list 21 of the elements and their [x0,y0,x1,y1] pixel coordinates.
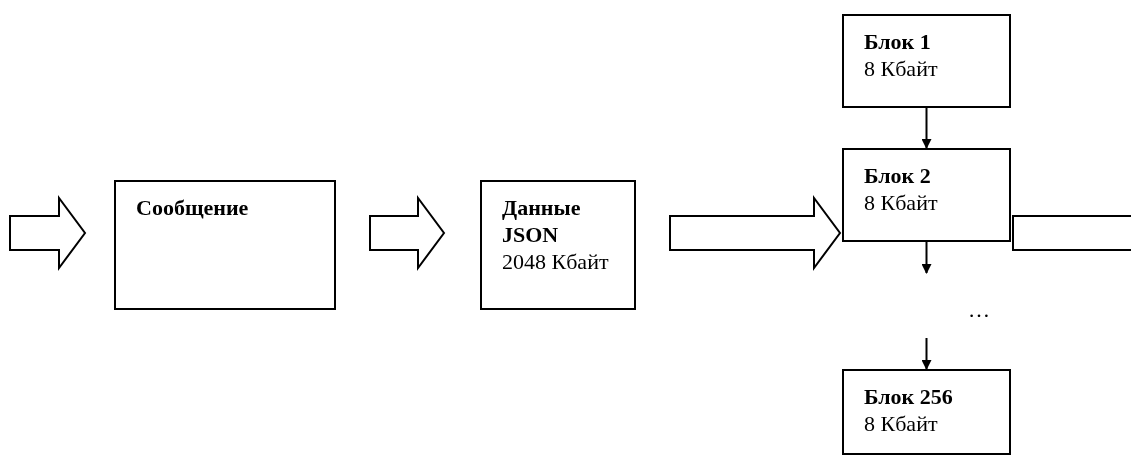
block-arrow [369,194,446,272]
box-text: 8 Кбайт [864,55,939,82]
process-box [480,180,636,310]
box-title: Сообщение [136,194,250,221]
arrow [921,337,932,370]
arrow [921,107,932,149]
box-text: 2048 Кбайт [502,248,610,275]
block-arrow [9,194,87,272]
block-arrow [669,194,842,272]
box-title: Данные JSON [502,194,582,248]
process-box [842,148,1011,242]
box-text: 8 Кбайт [864,189,939,216]
ellipsis-label: … [968,296,990,323]
process-box [842,369,1011,455]
box-text: 8 Кбайт [864,410,939,437]
process-box [842,14,1011,108]
box-title: Блок 2 [864,162,932,189]
box-title: Блок 1 [864,28,932,55]
arrow [921,241,932,274]
box-title: Блок 256 [864,383,954,410]
process-box [114,180,336,310]
